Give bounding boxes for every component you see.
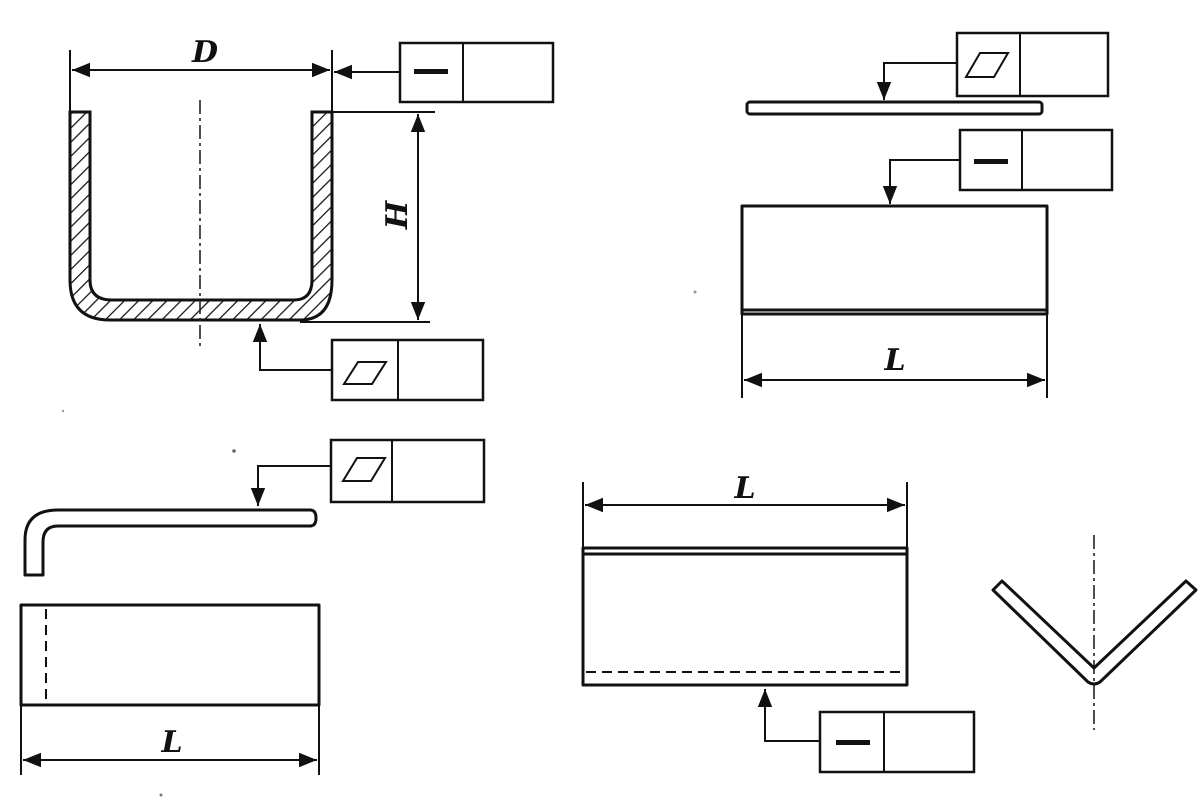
plate-body [581,546,909,687]
plate-block [740,204,1049,316]
parallelism-symbol [342,361,388,385]
cup-drawing: D H [68,35,555,402]
dim-h-label: H [380,199,415,230]
leader-bracket [250,465,331,506]
cup-wall [68,110,334,322]
bent-strip [23,508,318,577]
plate-drawing-bottom: L [581,471,976,774]
tol-frame-cup-top [398,41,555,104]
v-bend [991,579,1198,686]
thin-strip [745,100,1044,116]
parallelism-symbol [964,52,1010,78]
plate-drawing-top-right: L [740,31,1114,398]
dim-l-label: L [733,471,755,506]
leader-plate [757,689,820,742]
tol-frame-cup-bottom [330,338,485,402]
bracket-block [19,603,321,707]
dim-d-label: D [191,35,218,70]
flatness-symbol [974,159,1008,164]
v-section-drawing [991,535,1198,730]
tol-frame-strip [955,31,1110,98]
dim-l-label: L [160,725,182,760]
leader-block [882,159,960,204]
leader-cup-bottom [252,324,332,371]
bracket-drawing: L [19,438,486,775]
flatness-symbol [414,69,448,74]
dim-l-label: L [883,343,905,378]
tol-frame-bracket [329,438,486,504]
parallelism-symbol [341,457,387,482]
flatness-symbol [836,740,870,745]
tol-frame-block [958,128,1114,192]
leader-strip [876,62,957,100]
